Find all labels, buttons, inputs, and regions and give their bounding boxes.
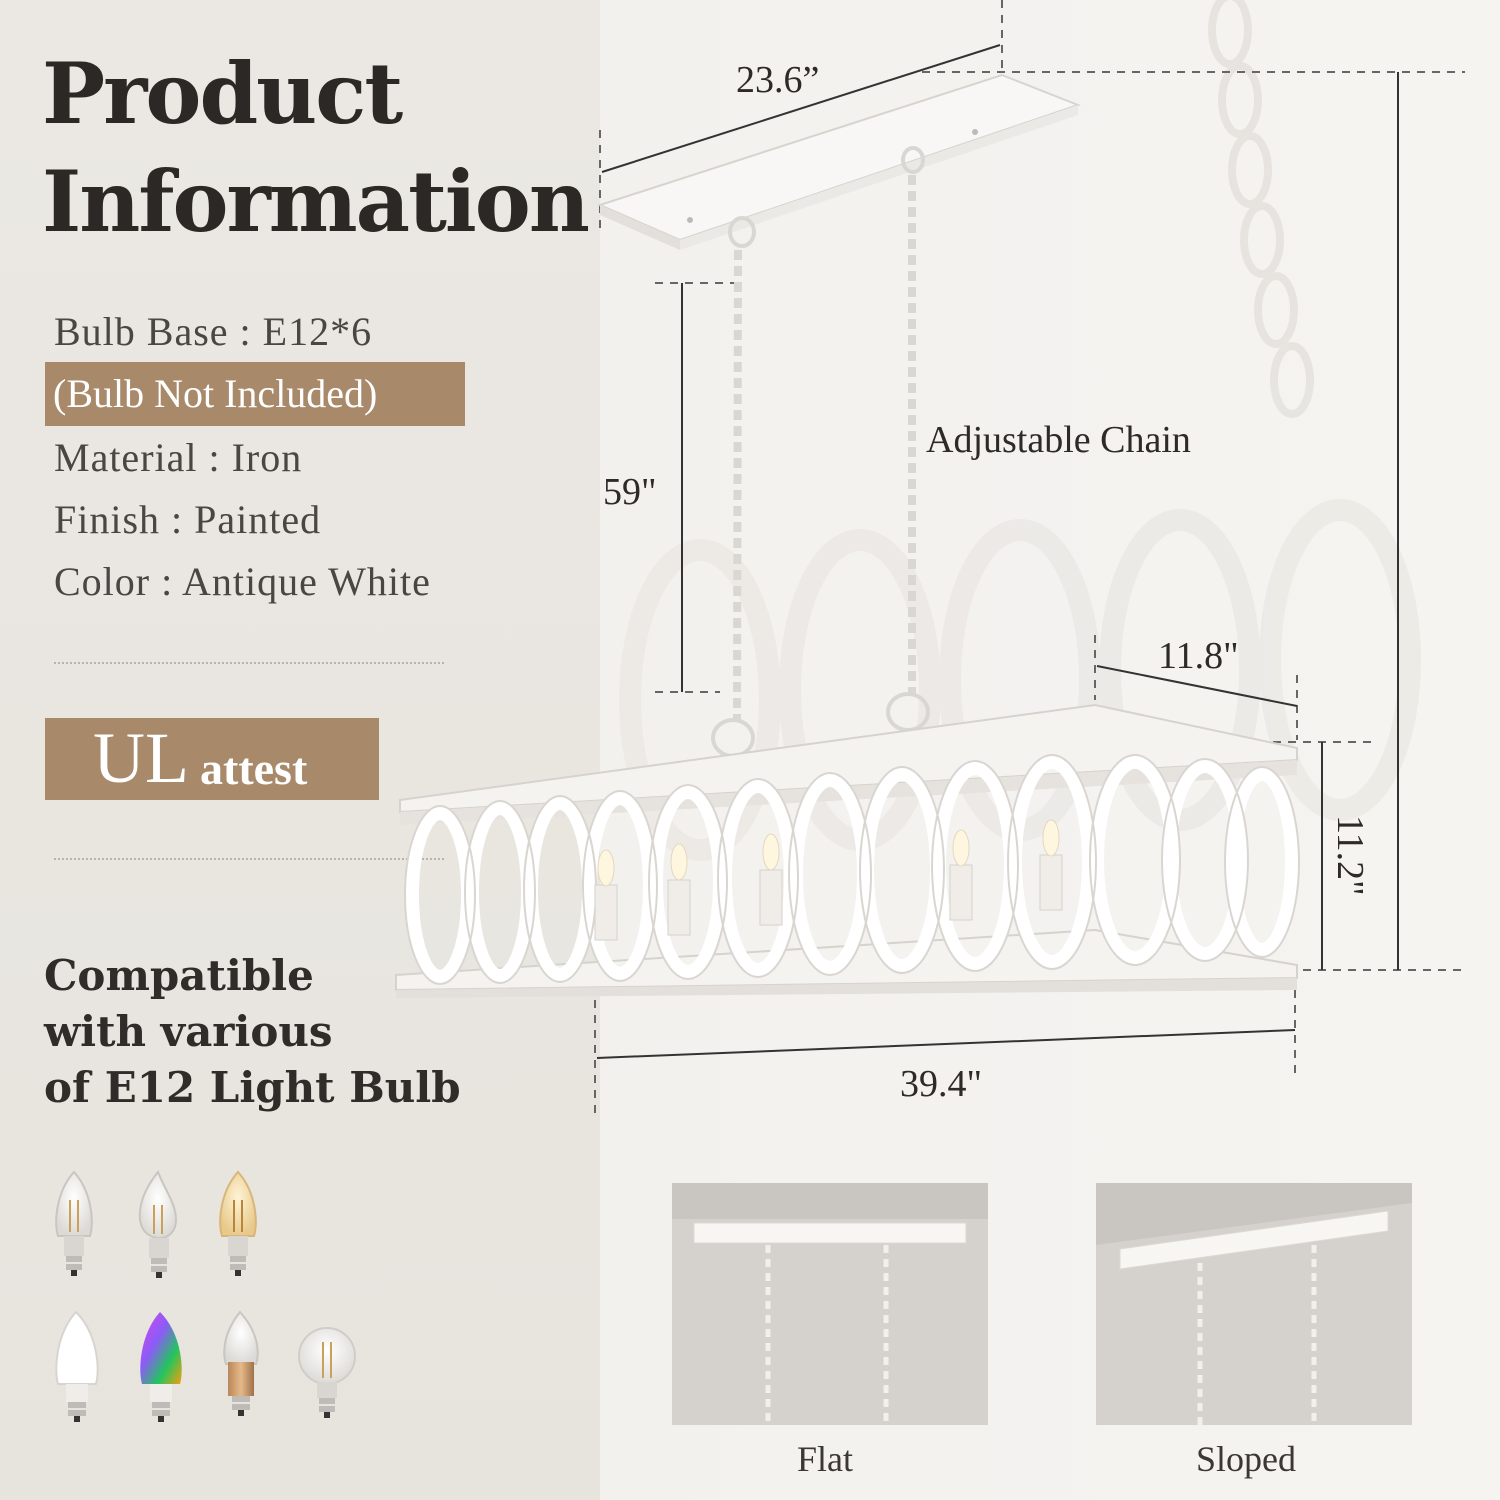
ul-certification-badge: UL attest <box>45 718 379 800</box>
compatibility-line3: of E12 Light Bulb <box>44 1063 461 1112</box>
page-title-line2: Information <box>42 152 590 251</box>
flat-canopy-drawing <box>672 1183 988 1425</box>
flat-label: Flat <box>797 1439 854 1479</box>
dotted-divider <box>54 858 444 860</box>
body-depth-label: 11.8" <box>1158 635 1239 677</box>
candle-bulb-clear-icon <box>55 1170 93 1276</box>
body-length-label: 39.4" <box>900 1063 983 1105</box>
compatibility-line1: Compatible <box>44 951 314 1000</box>
adjustable-chain-label: Adjustable Chain <box>926 419 1191 461</box>
body-height-label: 11.2" <box>1329 815 1371 896</box>
sloped-canopy-drawing <box>1096 1183 1412 1425</box>
corn-led-bulb-icon <box>223 1310 259 1416</box>
spec-finish: Finish : Painted <box>54 497 322 542</box>
frosted-led-bulb-icon <box>55 1310 99 1422</box>
amber-candle-bulb-icon <box>219 1170 257 1276</box>
dimension-lines <box>596 44 1399 1059</box>
ceiling-canopy <box>597 73 1081 250</box>
spec-color: Color : Antique White <box>54 559 431 604</box>
dotted-divider <box>54 662 444 664</box>
page-title-line1: Product <box>42 44 403 143</box>
chandelier-body <box>395 703 1300 998</box>
chain-length-label: 59" <box>603 471 657 513</box>
dimension-guides <box>594 0 1465 1118</box>
smart-rgb-bulb-icon <box>140 1312 182 1422</box>
compatibility-line2: with various <box>44 1007 333 1056</box>
flame-tip-bulb-icon <box>138 1170 178 1278</box>
ul-mark: UL <box>93 718 189 798</box>
hanging-chains <box>711 146 930 758</box>
spec-material: Material : Iron <box>54 435 303 480</box>
canopy-length-label: 23.6” <box>736 59 820 101</box>
flat-ceiling-illustration <box>672 1183 988 1425</box>
sloped-ceiling-illustration <box>1096 1183 1412 1425</box>
bulb-not-included-badge: (Bulb Not Included) <box>45 362 465 426</box>
spec-bulb-base: Bulb Base : E12*6 <box>54 309 373 354</box>
sloped-label: Sloped <box>1196 1439 1297 1479</box>
ul-attest-text: attest <box>200 743 308 794</box>
globe-bulb-icon <box>298 1327 356 1418</box>
